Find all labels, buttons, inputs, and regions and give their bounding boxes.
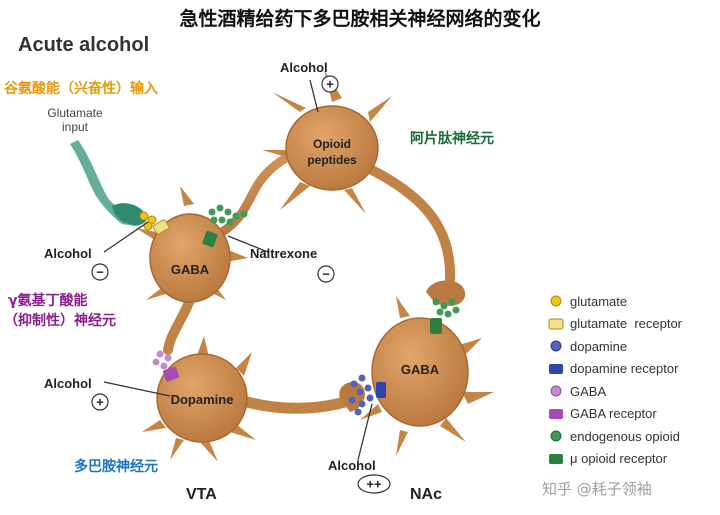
gaba-receptor-icon bbox=[549, 408, 563, 419]
naltrexone-label: Naltrexone bbox=[250, 246, 318, 261]
nac-region-label: NAc bbox=[410, 486, 443, 503]
legend-label-gaba: GABA bbox=[570, 383, 607, 399]
glutamate-receptor-icon bbox=[548, 318, 564, 330]
dopamine-receptor-nac bbox=[376, 382, 386, 398]
opioid-neuron-label: Opioid peptides bbox=[286, 136, 378, 168]
legend-label-dopamine-receptor: dopamine receptor bbox=[570, 361, 679, 377]
minus-sign-naltrexone: − bbox=[317, 265, 335, 283]
gaba-vta-neuron-label: GABA bbox=[170, 262, 210, 277]
opioid-neuron-label-line2: peptides bbox=[307, 153, 357, 167]
legend-item-dopamine-receptor: dopamine receptor bbox=[548, 358, 716, 381]
legend-item-gaba-receptor: GABA receptor bbox=[548, 403, 716, 426]
legend-label-glutamate-receptor: glutamate receptor bbox=[570, 316, 683, 332]
dopamine-dots-nac bbox=[348, 374, 374, 416]
dopamine-dot-icon bbox=[550, 340, 562, 352]
legend-label-gaba-receptor: GABA receptor bbox=[570, 406, 657, 422]
pointer-alcohol-top bbox=[309, 79, 319, 113]
plus-sign-dopamine: + bbox=[91, 393, 109, 411]
alcohol-label-opioid: Alcohol bbox=[280, 60, 328, 75]
plus-sign-opioid: + bbox=[321, 75, 339, 93]
mu-opioid-receptor-nac bbox=[430, 318, 442, 334]
minus-sign-gaba-vta: − bbox=[91, 263, 109, 281]
dopamine-neuron-label: Dopamine bbox=[170, 392, 234, 407]
gaba-nac-neuron bbox=[360, 296, 494, 456]
legend: glutamate glutamate receptor dopamine do… bbox=[548, 290, 716, 470]
vta-region-label: VTA bbox=[186, 486, 217, 503]
glutamate-input-label-line1: Glutamate bbox=[47, 106, 103, 120]
alcohol-label-gaba-vta: Alcohol bbox=[44, 246, 92, 261]
legend-item-mu-opioid-receptor: μ opioid receptor bbox=[548, 448, 716, 471]
alcohol-label-nac: Alcohol bbox=[328, 458, 376, 473]
pointer-alcohol-nac bbox=[357, 403, 373, 461]
legend-label-glutamate: glutamate bbox=[570, 293, 628, 309]
pointer-alcohol-vta-gaba bbox=[103, 221, 149, 253]
svg-text:++: ++ bbox=[366, 477, 382, 492]
pointer-naltrexone bbox=[227, 235, 269, 253]
annotation-gaba-neuron-line2: （抑制性）神经元 bbox=[4, 313, 116, 329]
opioid-dot-icon bbox=[550, 430, 562, 442]
pointer-alcohol-dopamine bbox=[103, 381, 171, 397]
gaba-receptor-vta bbox=[162, 366, 180, 382]
dopamine-vta-neuron bbox=[142, 336, 256, 462]
glutamate-receptor-vta bbox=[152, 219, 170, 235]
svg-text:+: + bbox=[96, 395, 104, 410]
glutamate-input-label-line2: input bbox=[61, 120, 89, 134]
legend-label-endogenous-opioid: endogenous opioid bbox=[570, 428, 680, 444]
annotation-dopamine-neuron: 多巴胺神经元 bbox=[74, 459, 158, 475]
glutamate-input-label: Glutamate input bbox=[40, 106, 110, 134]
page-title: 急性酒精给药下多巴胺相关神经网络的变化 bbox=[179, 8, 541, 30]
dopamine-receptor-icon bbox=[549, 363, 563, 374]
axon-dopamine-to-nac bbox=[234, 394, 358, 414]
legend-label-dopamine: dopamine bbox=[570, 338, 628, 354]
mu-opioid-receptor-vta bbox=[202, 230, 218, 248]
axon-gaba-vta-to-dopamine bbox=[163, 295, 195, 355]
legend-item-dopamine: dopamine bbox=[548, 335, 716, 358]
glutamate-dot-icon bbox=[550, 295, 562, 307]
legend-item-endogenous-opioid: endogenous opioid bbox=[548, 425, 716, 448]
opioid-receptor-icon bbox=[549, 453, 563, 464]
opioid-peptide-neuron bbox=[262, 70, 392, 214]
annotation-gaba-neuron-line1: γ氨基丁酸能 bbox=[8, 293, 88, 309]
double-plus-sign-nac: ++ bbox=[357, 474, 391, 494]
svg-text:+: + bbox=[326, 77, 334, 92]
diagram-subtitle: Acute alcohol bbox=[18, 34, 150, 56]
svg-text:−: − bbox=[96, 265, 104, 280]
opioid-dots-vta bbox=[208, 204, 248, 226]
axon-opioid-to-gaba-nac bbox=[367, 165, 456, 285]
annotation-opioid-neuron: 阿片肽神经元 bbox=[410, 131, 494, 147]
gaba-dot-icon bbox=[550, 385, 562, 397]
glutamate-input-axon bbox=[70, 140, 143, 226]
opioid-dots-nac bbox=[432, 298, 460, 318]
annotation-glutamate-input: 谷氨酸能（兴奋性）输入 bbox=[4, 81, 158, 97]
alcohol-label-dopamine: Alcohol bbox=[44, 376, 92, 391]
gaba-nac-neuron-label: GABA bbox=[400, 362, 440, 377]
svg-text:−: − bbox=[322, 267, 330, 282]
gaba-dots-vta bbox=[152, 350, 172, 370]
legend-item-gaba: GABA bbox=[548, 380, 716, 403]
watermark: 知乎 @耗子领袖 bbox=[542, 480, 652, 498]
legend-item-glutamate: glutamate bbox=[548, 290, 716, 313]
legend-label-mu-opioid-receptor: μ opioid receptor bbox=[570, 451, 668, 467]
opioid-neuron-label-line1: Opioid bbox=[313, 137, 351, 151]
legend-item-glutamate-receptor: glutamate receptor bbox=[548, 313, 716, 336]
